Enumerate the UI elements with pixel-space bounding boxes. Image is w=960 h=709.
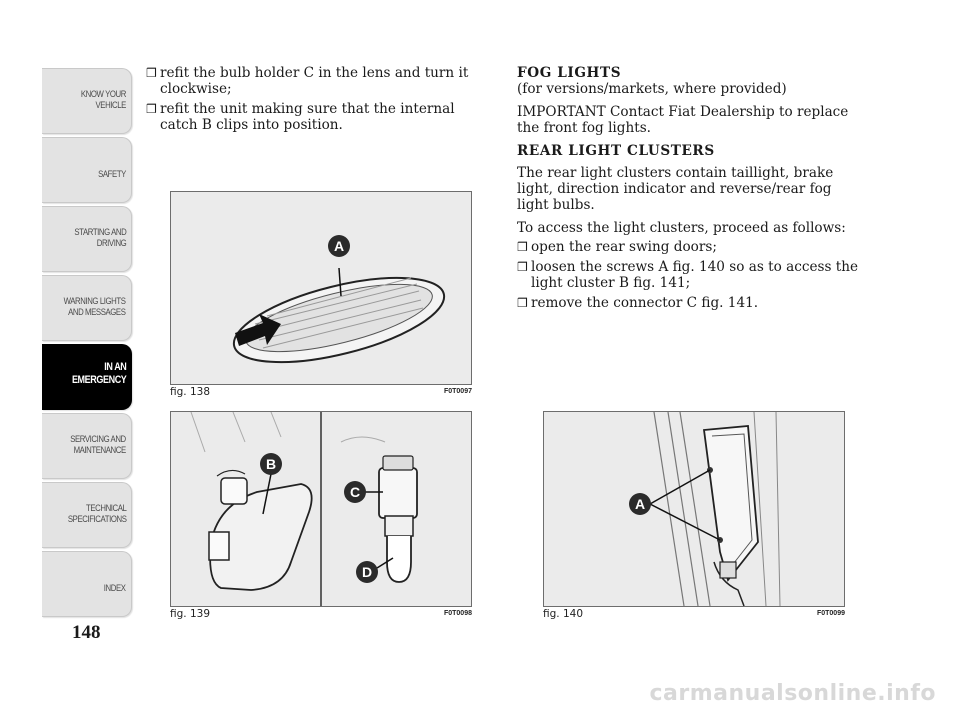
figure-code: F0T0099 [816, 610, 845, 617]
callout-b [260, 453, 282, 475]
left-column: ❒ refit the bulb holder C in the lens an… [146, 65, 492, 137]
callout-label-a: A [635, 496, 645, 512]
callout-label-d: D [362, 564, 372, 580]
tab-safety[interactable]: SAFETY [42, 137, 132, 203]
callout-label-c: C [350, 484, 360, 500]
checkbox-bullet-icon: ❒ [517, 260, 528, 274]
tab-servicing-and-maintenance[interactable]: SERVICING AND MAINTENANCE [42, 413, 132, 479]
rear-light-clusters-heading: REAR LIGHT CLUSTERS [517, 143, 715, 159]
figure-code: F0T0097 [443, 388, 472, 395]
checkbox-bullet-icon: ❒ [146, 66, 157, 80]
watermark: carmanualsonline.info [649, 681, 936, 706]
right-column: FOG LIGHTS (for versions/markets, where … [517, 65, 867, 315]
figure-138-side-repeater: A [170, 191, 472, 385]
checkbox-bullet-icon: ❒ [517, 240, 528, 254]
figure-139-bulb-holder: B C D [170, 411, 472, 607]
callout-label-b: B [266, 456, 276, 472]
checkbox-bullet-icon: ❒ [146, 102, 157, 116]
list-item: ❒ refit the unit making sure that the in… [146, 101, 455, 133]
tab-warning-lights[interactable]: WARNING LIGHTS AND MESSAGES [42, 275, 132, 341]
callout-c [344, 481, 366, 503]
fog-lights-subtitle: (for versions/markets, where provided) [517, 81, 787, 97]
list-item: ❒ refit the bulb holder C in the lens an… [146, 65, 469, 97]
figure-140-caption-bar: fig. 140 F0T0099 [543, 608, 845, 622]
figure-caption: fig. 140 [543, 608, 583, 620]
figure-140-rear-light-cluster: A [543, 411, 845, 607]
callout-d [356, 561, 378, 583]
figure-139-caption-bar: fig. 139 F0T0098 [170, 608, 472, 622]
page-number: 148 [72, 622, 101, 643]
figure-caption: fig. 138 [170, 386, 210, 398]
rear-intro-text: The rear light clusters contain tailligh… [517, 165, 834, 213]
tab-index[interactable]: INDEX [42, 551, 132, 617]
tab-in-an-emergency[interactable]: IN AN EMERGENCY [42, 344, 132, 410]
rear-access-text: To access the light clusters, proceed as… [517, 220, 846, 236]
figure-138-caption-bar: fig. 138 F0T0097 [170, 386, 472, 400]
list-item: ❒ open the rear swing doors; [517, 239, 717, 255]
list-item: ❒ remove the connector C fig. 141. [517, 295, 759, 311]
list-item: ❒ loosen the screws A fig. 140 so as to … [517, 259, 859, 291]
tab-technical-specifications[interactable]: TECHNICAL SPECIFICATIONS [42, 482, 132, 548]
callout-label-a: A [334, 238, 344, 254]
figure-code: F0T0098 [443, 610, 472, 617]
fog-lights-heading: FOG LIGHTS [517, 65, 622, 81]
fog-lights-important: IMPORTANT Contact Fiat Dealership to rep… [517, 104, 849, 136]
tab-starting-and-driving[interactable]: STARTING AND DRIVING [42, 206, 132, 272]
tab-know-your-vehicle[interactable]: KNOW YOUR VEHICLE [42, 68, 132, 134]
figure-caption: fig. 139 [170, 608, 210, 620]
callout-a [328, 235, 350, 257]
checkbox-bullet-icon: ❒ [517, 296, 528, 310]
callout-a [629, 493, 651, 515]
